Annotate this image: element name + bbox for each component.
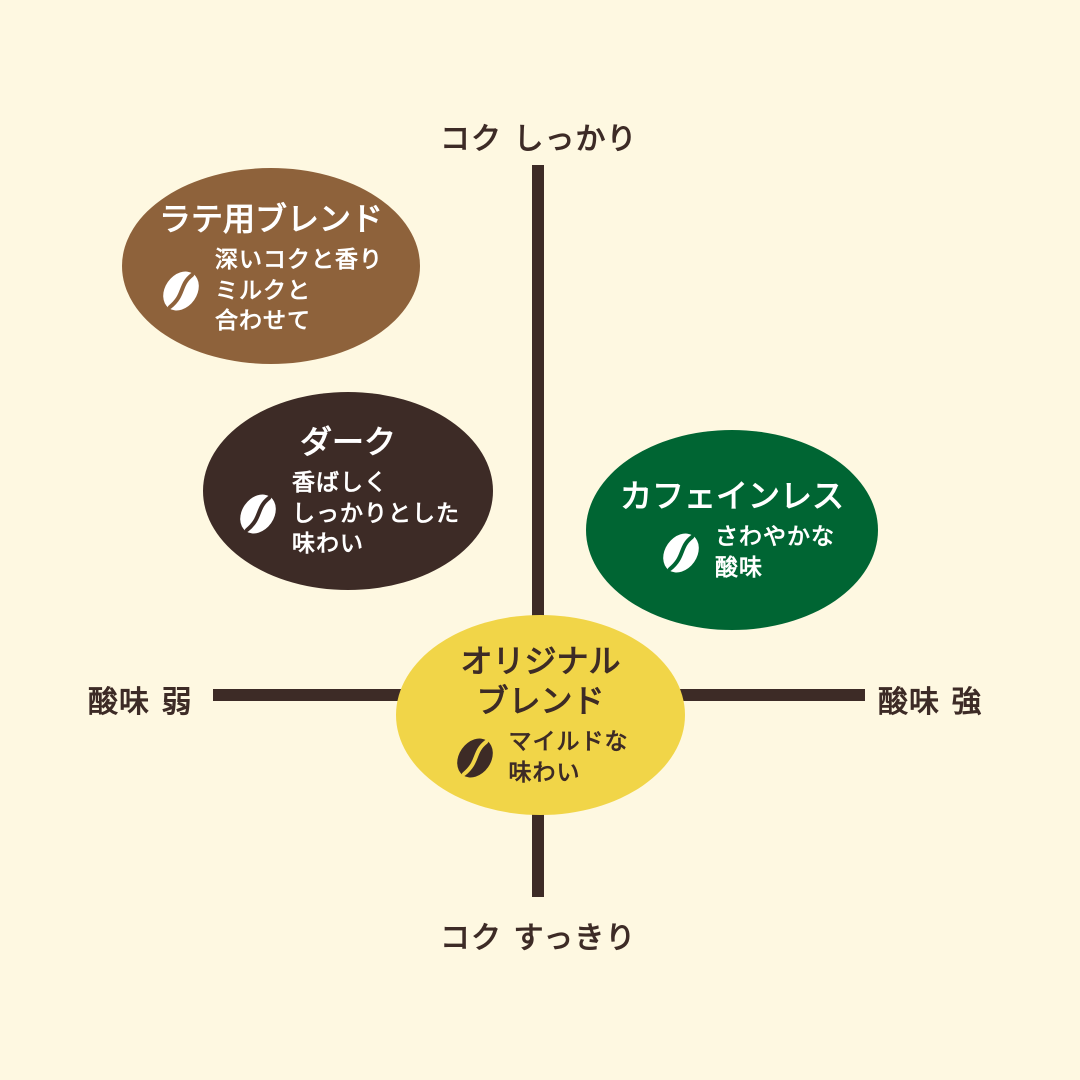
blend-original: オリジナル ブレンド マイルドな 味わい — [396, 615, 685, 815]
blend-caffeine-less-desc-row: さわやかな 酸味 — [659, 522, 835, 583]
axis-label-right: 酸味 強 — [878, 685, 983, 720]
blend-original-description: マイルドな 味わい — [508, 729, 629, 786]
coffee-bean-icon — [663, 533, 699, 573]
axis-label-top: コク しっかり — [440, 122, 638, 157]
blend-dark-title: ダーク — [299, 423, 396, 462]
coffee-bean-icon — [240, 494, 276, 534]
axis-label-bottom: コク すっきり — [440, 921, 637, 956]
blend-latte-title: ラテ用ブレンド — [158, 200, 383, 239]
blend-dark-description: 香ばしく しっかりとした 味わい — [292, 470, 460, 558]
coffee-bean-icon — [456, 738, 493, 778]
blend-caffeine-less-description: さわやかな 酸味 — [715, 524, 835, 581]
blend-latte-desc-row: 深いコクと香り ミルクと 合わせて — [159, 245, 383, 337]
blend-original-desc-row: マイルドな 味わい — [453, 727, 629, 788]
blend-dark: ダーク 香ばしく しっかりとした 味わい — [203, 392, 493, 590]
blend-latte-description: 深いコクと香り ミルクと 合わせて — [215, 247, 383, 335]
blend-caffeine-less-title: カフェインレス — [619, 477, 844, 516]
coffee-bean-icon — [163, 271, 199, 311]
blend-latte: ラテ用ブレンド 深いコクと香り ミルクと 合わせて — [122, 168, 420, 364]
blend-dark-desc-row: 香ばしく しっかりとした 味わい — [236, 468, 460, 560]
axis-label-left: 酸味 弱 — [88, 685, 193, 720]
blend-caffeine-less: カフェインレス さわやかな 酸味 — [586, 430, 878, 630]
blend-original-title: オリジナル ブレンド — [460, 642, 621, 721]
